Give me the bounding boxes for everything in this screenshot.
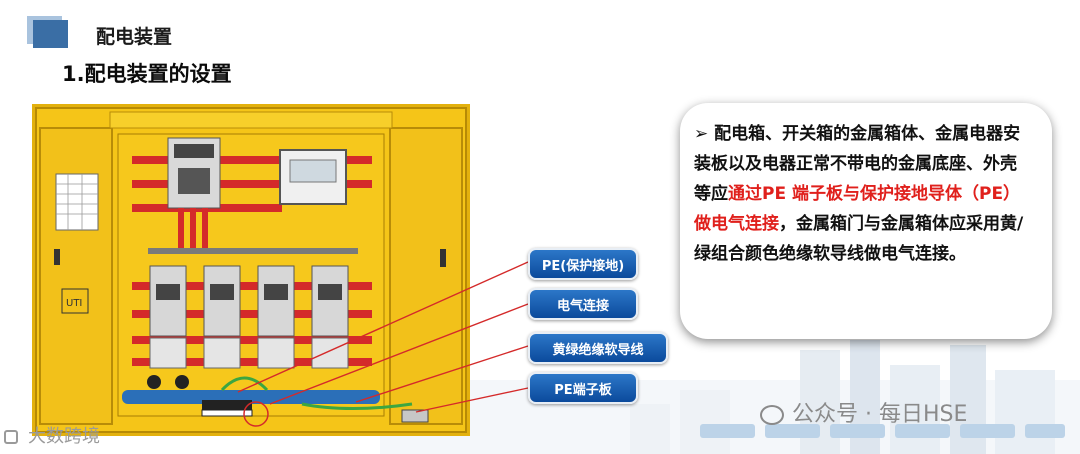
description-card: ➢ 配电箱、开关箱的金属箱体、金属电器安装板以及电器正常不带电的金属底座、外壳等…: [680, 103, 1052, 339]
wechat-icon: [760, 405, 784, 425]
callout-yellow-green-wire: 黄绿绝缘软导线: [528, 332, 668, 364]
logo-icon: [4, 430, 18, 444]
watermark-left: 大数跨境: [4, 422, 100, 448]
callout-electrical-connection: 电气连接: [528, 288, 638, 320]
bullet-icon: ➢: [694, 124, 708, 144]
watermark-right: 公众号 · 每日HSE: [760, 396, 967, 428]
callout-pe-terminal-plate: PE端子板: [528, 372, 638, 404]
description-text: ➢ 配电箱、开关箱的金属箱体、金属电器安装板以及电器正常不带电的金属底座、外壳等…: [694, 119, 1032, 269]
callout-pe-protective-earth: PE(保护接地): [528, 248, 638, 280]
